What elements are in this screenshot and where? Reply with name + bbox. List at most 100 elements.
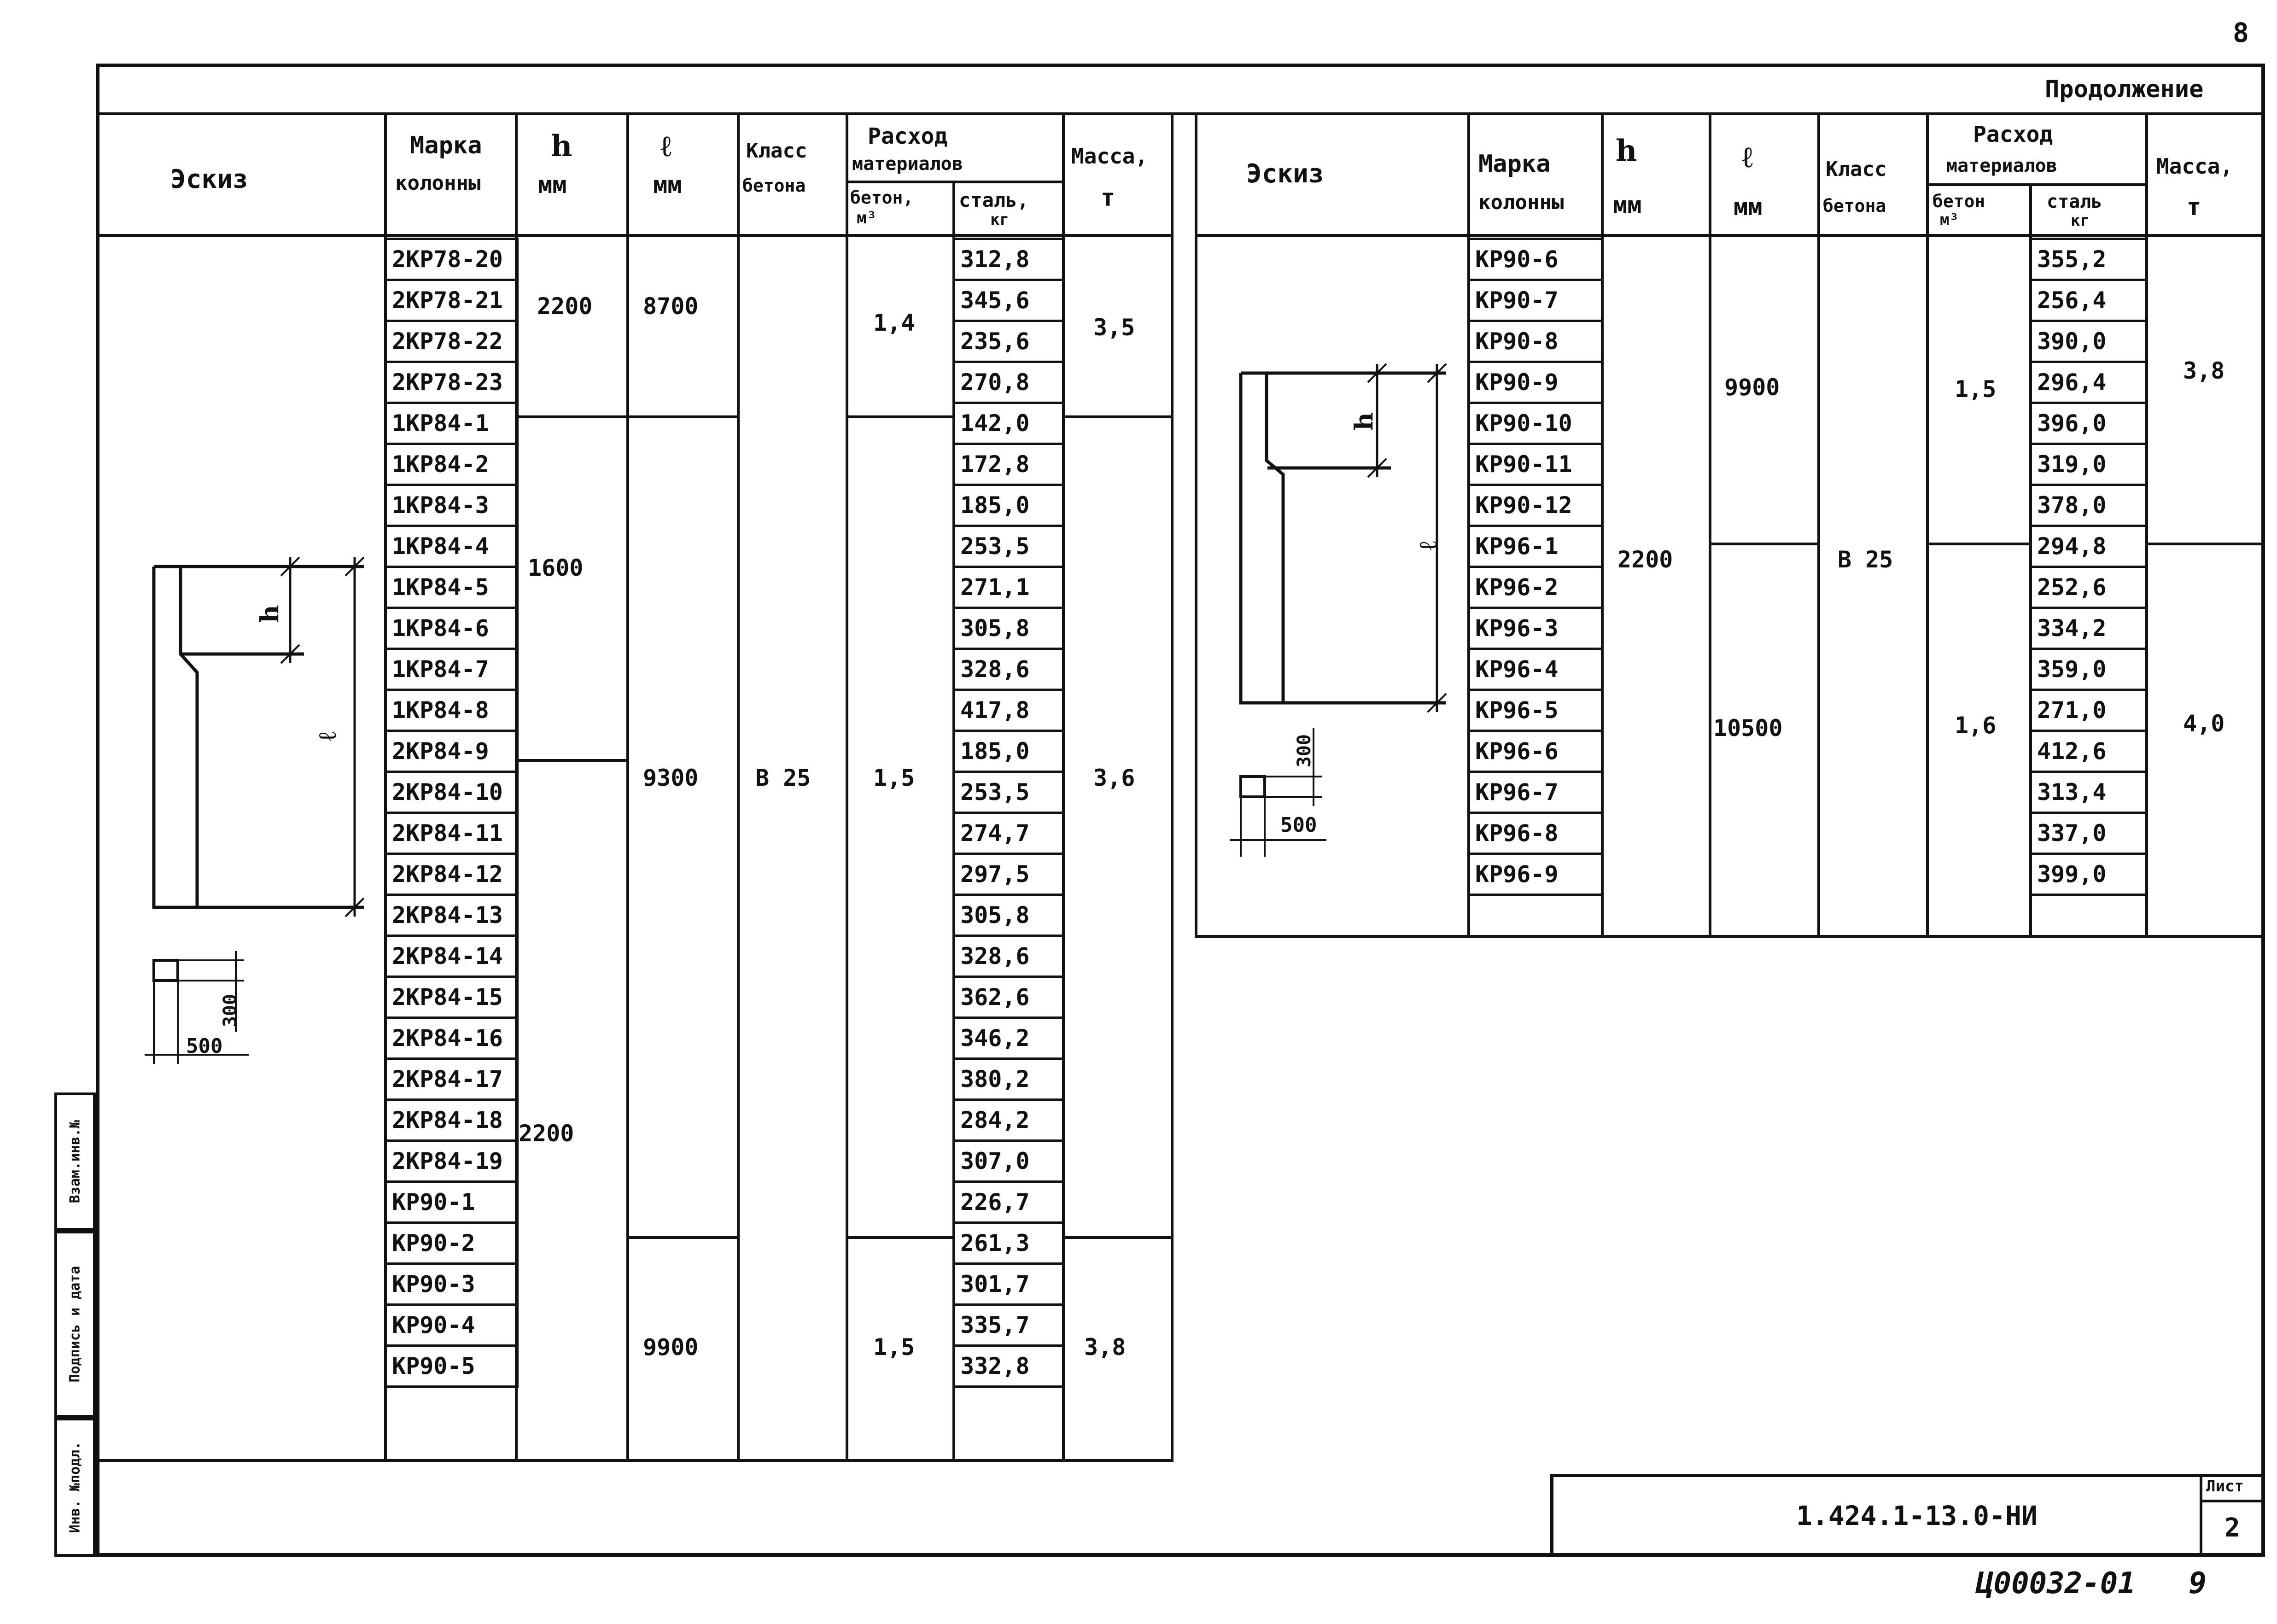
left-mark-row: 2КР84-17 xyxy=(384,1057,519,1101)
left-steel-cell: 284,2 xyxy=(952,1098,1065,1142)
continuation-label: Продолжение xyxy=(2045,76,2204,103)
left-concrete-group-1: 1,4 xyxy=(873,310,915,336)
right-steel-row: 296,4 xyxy=(2029,361,2148,404)
right-mark-row: КР96-4 xyxy=(1467,648,1604,691)
right-steel-row: 334,2 xyxy=(2029,607,2148,650)
left-steel-cell: 235,6 xyxy=(952,320,1065,363)
left-mark-cell: 2КР78-22 xyxy=(384,320,519,363)
left-mark-row: 2КР84-10 xyxy=(384,771,519,814)
right-mark-cell: КР96-1 xyxy=(1467,525,1604,568)
right-steel-cell: 271,0 xyxy=(2029,689,2148,732)
right-sketch-l-label: ℓ xyxy=(1413,541,1443,551)
right-mark-cell: КР96-7 xyxy=(1467,771,1604,814)
left-steel-row: 226,7 xyxy=(952,1180,1065,1224)
right-header-concrete: бетон xyxy=(1933,191,1985,211)
right-header-sketch: Эскиз xyxy=(1246,159,1324,189)
left-steel-cell: 335,7 xyxy=(952,1303,1065,1347)
right-steel-cell: 390,0 xyxy=(2029,320,2148,363)
right-steel-row: 355,2 xyxy=(2029,238,2148,281)
left-mark-cell: 1КР84-2 xyxy=(384,443,519,486)
right-mark-cell: КР96-5 xyxy=(1467,689,1604,732)
left-mark-cell: 2КР78-23 xyxy=(384,361,519,404)
right-mark-cell: КР96-9 xyxy=(1467,853,1604,896)
right-l-group-1: 9900 xyxy=(1724,374,1780,401)
left-steel-cell: 346,2 xyxy=(952,1016,1065,1060)
right-h-value: 2200 xyxy=(1617,546,1673,573)
left-concrete-class: В 25 xyxy=(755,765,811,791)
left-steel-row: 328,6 xyxy=(952,648,1065,691)
right-mark-row: КР90-10 xyxy=(1467,402,1604,445)
page-number: 8 xyxy=(2233,17,2249,48)
left-steel-row: 185,0 xyxy=(952,730,1065,773)
left-steel-cell: 332,8 xyxy=(952,1344,1065,1388)
left-mass-group-3: 3,8 xyxy=(1084,1334,1126,1361)
right-steel-cell: 412,6 xyxy=(2029,730,2148,773)
right-mark-row: КР90-12 xyxy=(1467,484,1604,527)
right-mark-row: КР90-11 xyxy=(1467,443,1604,486)
right-mark-row: КР96-1 xyxy=(1467,525,1604,568)
left-concrete-group-3: 1,5 xyxy=(873,1334,915,1361)
right-steel-row: 313,4 xyxy=(2029,771,2148,814)
left-steel-row: 253,5 xyxy=(952,525,1065,568)
right-mark-cell: КР96-2 xyxy=(1467,566,1604,609)
left-mark-row: 1КР84-7 xyxy=(384,648,519,691)
header-steel: сталь, xyxy=(959,189,1029,211)
left-steel-cell: 142,0 xyxy=(952,402,1065,445)
left-steel-cell: 301,7 xyxy=(952,1262,1065,1306)
right-header-class: Класс xyxy=(1826,158,1887,181)
left-mark-row: 2КР78-21 xyxy=(384,279,519,322)
left-mark-cell: КР90-4 xyxy=(384,1303,519,1347)
left-mark-row: 1КР84-6 xyxy=(384,607,519,650)
left-mark-cell: 1КР84-7 xyxy=(384,648,519,691)
right-mark-row: КР90-8 xyxy=(1467,320,1604,363)
right-header-h: h xyxy=(1616,134,1637,168)
left-steel-row: 301,7 xyxy=(952,1262,1065,1306)
right-steel-row: 252,6 xyxy=(2029,566,2148,609)
right-steel-cell: 256,4 xyxy=(2029,279,2148,322)
right-header-mass: Масса, xyxy=(2156,154,2233,179)
left-steel-cell: 305,8 xyxy=(952,894,1065,937)
left-steel-cell: 172,8 xyxy=(952,443,1065,486)
header-h: h xyxy=(551,129,572,164)
side-stamp-signature: Подпись и дата xyxy=(54,1231,96,1418)
footer-code: Ц00032-01 9 xyxy=(1976,1566,2207,1601)
left-sketch-dim-300: 300 xyxy=(220,993,241,1028)
left-mass-group-2: 3,6 xyxy=(1093,765,1135,791)
left-sketch-l-label: ℓ xyxy=(312,731,342,742)
right-steel-row: 271,0 xyxy=(2029,689,2148,732)
right-l-group-2: 10500 xyxy=(1713,715,1783,742)
left-mark-cell: 2КР84-13 xyxy=(384,894,519,937)
right-mark-cell: КР90-7 xyxy=(1467,279,1604,322)
left-steel-row: 305,8 xyxy=(952,607,1065,650)
left-steel-cell: 345,6 xyxy=(952,279,1065,322)
left-mark-row: 2КР84-16 xyxy=(384,1016,519,1060)
right-header-steel: сталь xyxy=(2047,191,2102,212)
left-steel-row: 235,6 xyxy=(952,320,1065,363)
left-mark-row: 1КР84-3 xyxy=(384,484,519,527)
left-mark-cell: 2КР78-20 xyxy=(384,238,519,281)
left-h-group-2: 1600 xyxy=(528,555,584,581)
left-steel-cell: 253,5 xyxy=(952,525,1065,568)
side-stamp-replace: Взам.инв.№ xyxy=(54,1092,96,1231)
right-sketch-dim-300: 300 xyxy=(1294,734,1315,768)
right-steel-cell: 355,2 xyxy=(2029,238,2148,281)
left-mark-row: 1КР84-4 xyxy=(384,525,519,568)
right-steel-cell: 313,4 xyxy=(2029,771,2148,814)
left-mark-cell: 1КР84-1 xyxy=(384,402,519,445)
left-steel-cell: 271,1 xyxy=(952,566,1065,609)
left-mark-cell: 2КР84-9 xyxy=(384,730,519,773)
right-mark-cell: КР96-3 xyxy=(1467,607,1604,650)
left-mark-cell: 2КР84-15 xyxy=(384,976,519,1019)
left-mark-row: КР90-2 xyxy=(384,1221,519,1265)
sheet-number: 2 xyxy=(2224,1513,2240,1543)
right-header-l: ℓ xyxy=(1742,140,1753,175)
left-column-sketch xyxy=(145,556,365,1064)
left-steel-row: 335,7 xyxy=(952,1303,1065,1347)
right-steel-row: 412,6 xyxy=(2029,730,2148,773)
right-header-materials: Расход xyxy=(1973,122,2053,147)
left-mark-row: 1КР84-1 xyxy=(384,402,519,445)
left-steel-row: 312,8 xyxy=(952,238,1065,281)
